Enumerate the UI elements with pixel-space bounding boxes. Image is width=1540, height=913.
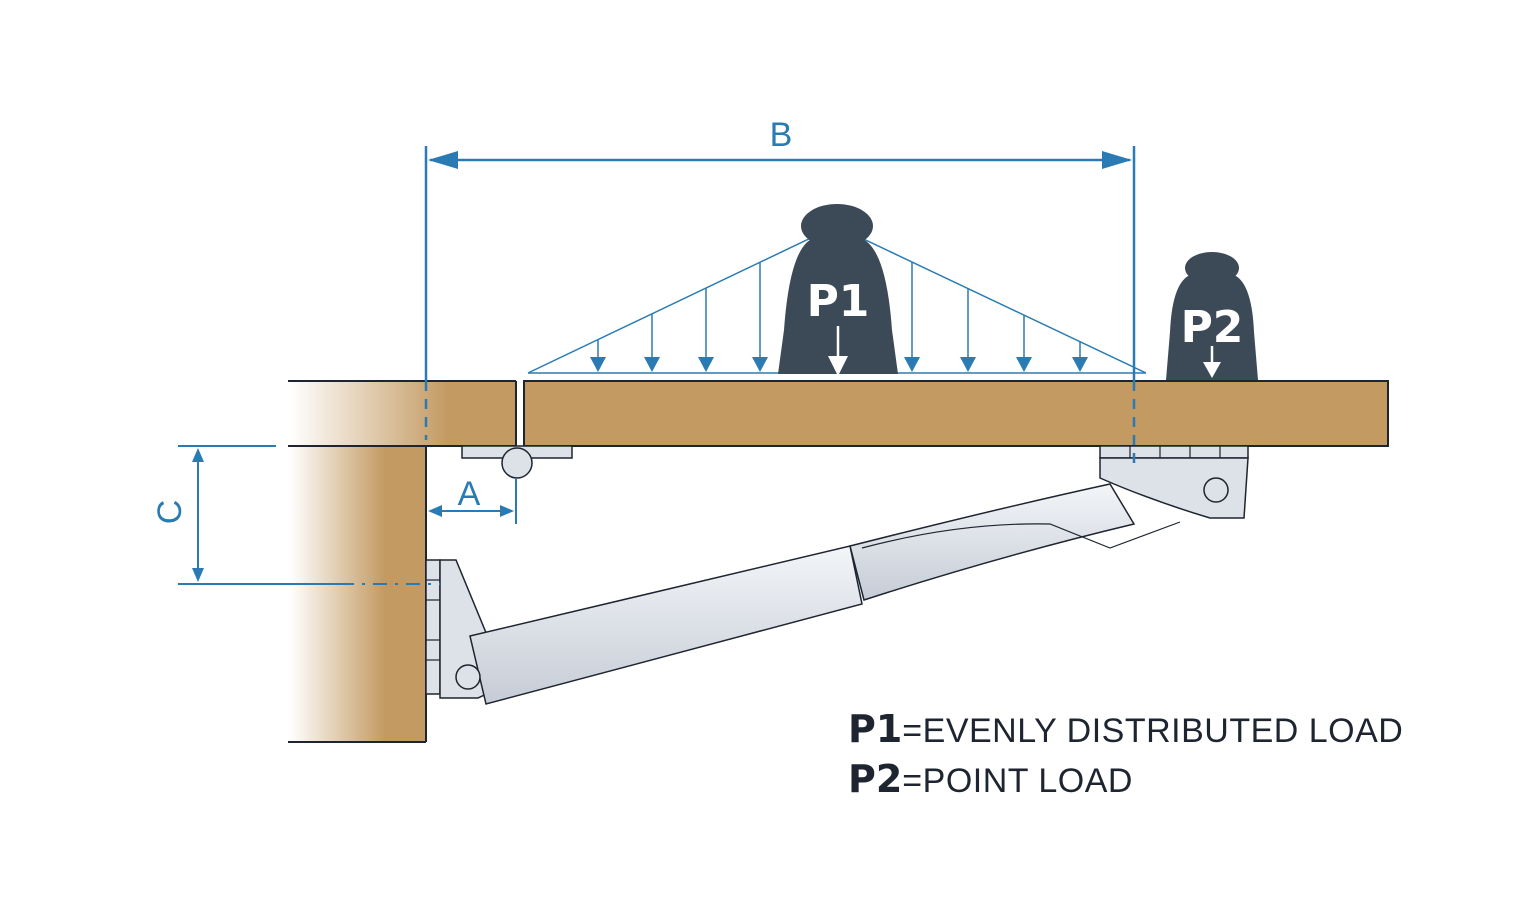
weight-p1-label: P1 <box>807 276 870 327</box>
legend: P1=EVENLY DISTRIBUTED LOAD P2=POINT LOAD <box>848 704 1403 804</box>
load-arrow-head <box>1016 357 1032 372</box>
dimension-b: B <box>424 116 1136 470</box>
strut-upper-pivot <box>1203 477 1229 503</box>
hinge <box>461 445 573 479</box>
load-arrow-head <box>644 357 660 372</box>
load-arrow-head <box>904 357 920 372</box>
folding-shelf <box>523 380 1389 447</box>
weight-p2-knob <box>1185 252 1239 284</box>
strut-rod <box>849 483 1136 601</box>
weight-p2-label: P2 <box>1181 302 1244 353</box>
weight-p1-knob <box>801 204 873 248</box>
weight-p2-body <box>1166 276 1258 380</box>
legend-row-p2: P2=POINT LOAD <box>848 754 1403 804</box>
load-arrow-head <box>960 357 976 372</box>
load-arrow-head <box>1072 357 1088 372</box>
legend-key-p2: P2 <box>848 757 903 801</box>
legend-desc-p1: =EVENLY DISTRIBUTED LOAD <box>902 712 1404 750</box>
wall-post <box>290 446 426 742</box>
dimension-c: C <box>151 445 440 585</box>
dimension-b-label: B <box>770 116 793 154</box>
weight-p1-arrow <box>828 356 848 376</box>
legend-row-p1: P1=EVENLY DISTRIBUTED LOAD <box>848 704 1403 754</box>
legend-desc-p2: =POINT LOAD <box>902 762 1133 800</box>
load-arrow-head <box>590 357 606 372</box>
fixed-board-body <box>290 381 516 446</box>
load-arrow-head <box>752 357 768 372</box>
weight-p2-arrow <box>1203 362 1221 378</box>
weight-p1: P1 <box>778 204 898 376</box>
load-arrow-head <box>698 357 714 372</box>
wall <box>288 446 427 743</box>
weight-p2: P2 <box>1166 252 1258 380</box>
fixed-board <box>288 380 517 447</box>
strut-cylinder <box>469 545 863 705</box>
weight-p1-body <box>778 238 898 374</box>
load-arrows <box>590 262 1088 372</box>
strut-lower-pivot <box>455 664 481 690</box>
legend-key-p1: P1 <box>848 707 903 751</box>
hinge-pin <box>501 447 533 479</box>
dimension-a: A <box>428 475 517 524</box>
shelf-bracket <box>1099 445 1249 519</box>
dimension-c-label: C <box>151 500 189 525</box>
dimension-a-label: A <box>458 475 481 513</box>
